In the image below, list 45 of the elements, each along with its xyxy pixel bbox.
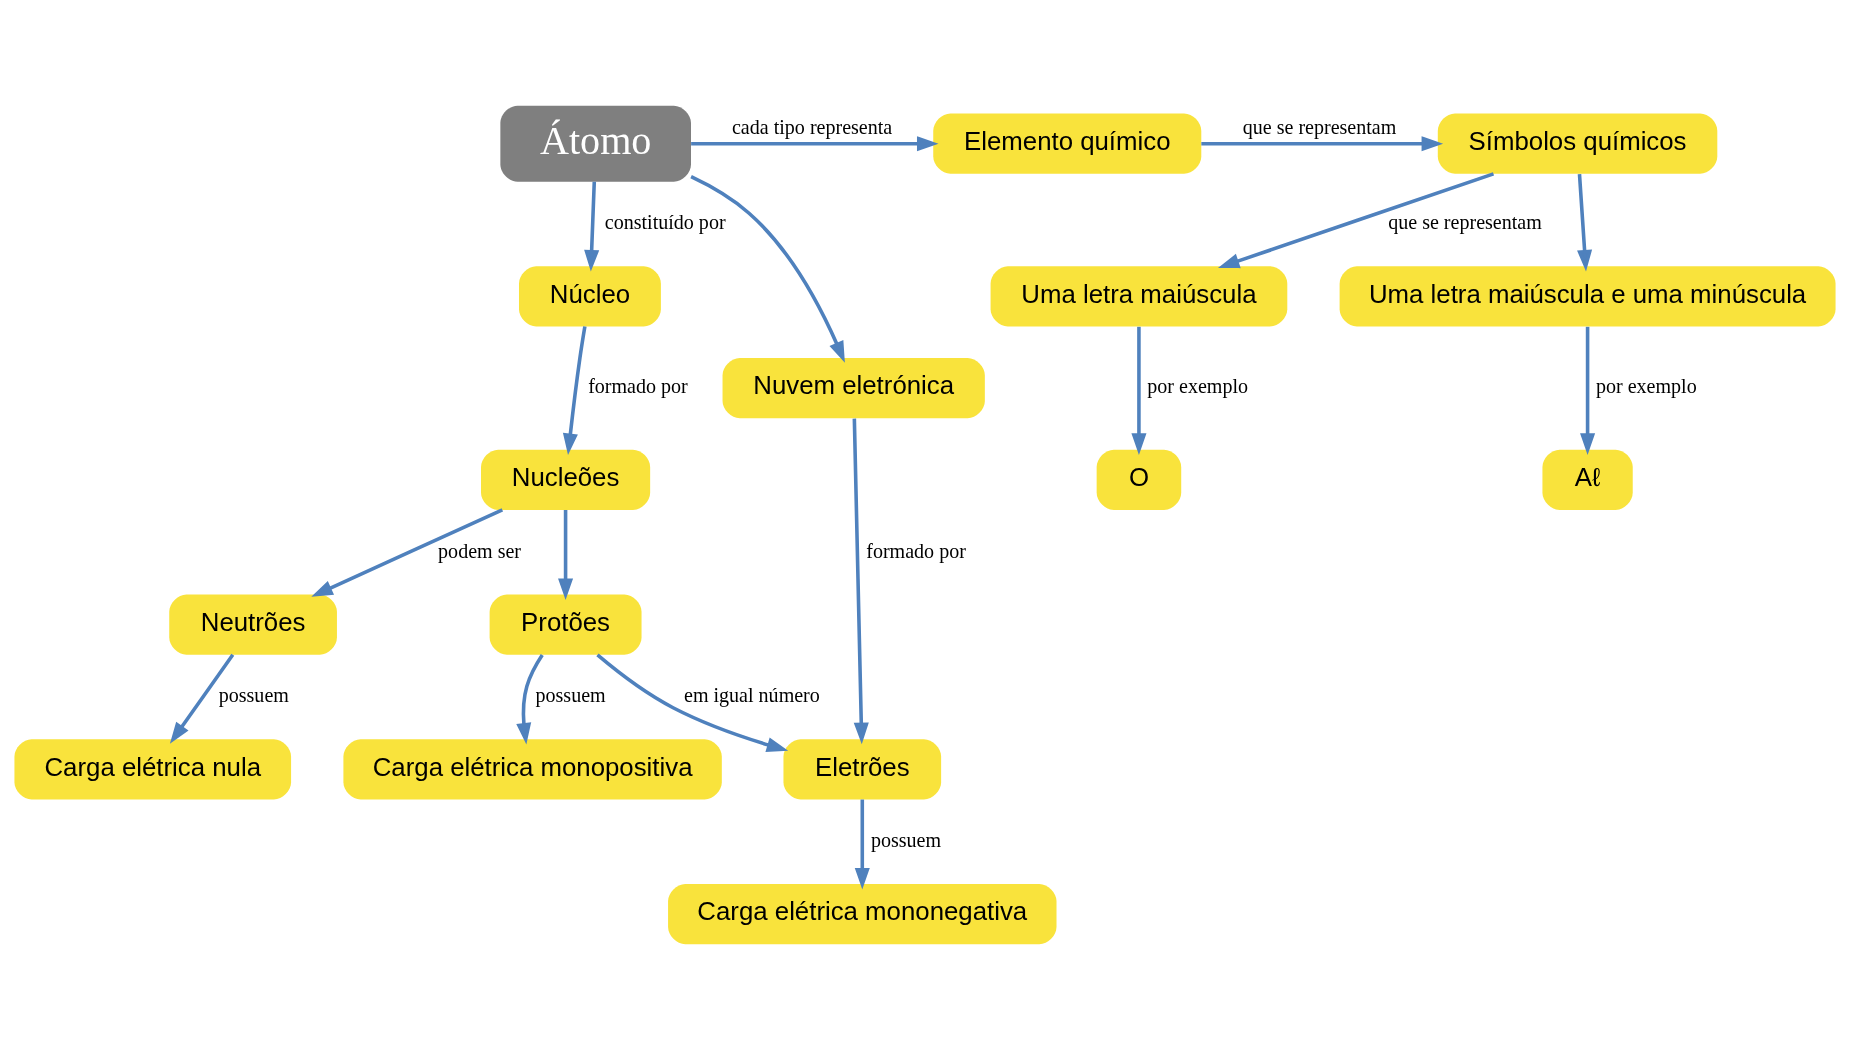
node-box: Uma letra maiúscula e uma minúscula: [1339, 266, 1836, 327]
arrow: [596, 653, 789, 752]
node-box: Nuvem eletrónica: [722, 358, 985, 419]
edge-label: em igual número: [684, 684, 820, 707]
edge-label: que se representam: [1242, 115, 1397, 138]
edge-label: que se representam: [1388, 211, 1542, 234]
edge-label: constituído por: [604, 211, 726, 234]
arrow: [854, 799, 870, 890]
arrow: [169, 653, 235, 744]
edge-label: por exemplo: [1147, 375, 1249, 398]
arrow: [311, 508, 504, 597]
node-box: Neutrões: [169, 594, 337, 655]
edge-label: possuem: [218, 684, 289, 707]
arrow: [1217, 172, 1495, 269]
arrow: [1201, 136, 1444, 152]
arrow: [562, 326, 587, 456]
arrow: [1131, 326, 1147, 455]
node-box: O: [1096, 449, 1182, 510]
edge-label: formado por: [588, 375, 688, 398]
arrow: [558, 510, 574, 600]
arrow: [584, 181, 600, 272]
node-box: Núcleo: [519, 266, 661, 327]
node-box: Nucleões: [481, 449, 651, 510]
node-box: Carga elétrica nula: [14, 739, 292, 800]
node-box: Carga elétrica mononegativa: [668, 884, 1057, 945]
node-box: Elemento químico: [933, 113, 1202, 174]
arrow: [690, 175, 845, 363]
edge-label: cada tipo representa: [731, 115, 893, 138]
node-box: Carga elétrica monopositiva: [343, 739, 722, 800]
arrow: [852, 418, 869, 745]
node-box: Símbolos químicos: [1437, 113, 1718, 174]
edge-label: por exemplo: [1595, 375, 1697, 398]
edge-label: possuem: [870, 829, 942, 852]
arrow: [516, 654, 544, 745]
arrow: [1577, 173, 1593, 272]
node-box: Átomo: [500, 105, 691, 182]
node-box: Uma letra maiúscula: [990, 266, 1288, 327]
edge-label: podem ser: [438, 539, 522, 562]
arrow: [691, 136, 939, 152]
node-box: Eletrões: [783, 739, 942, 800]
edge-label: formado por: [866, 539, 966, 562]
node-box: Aℓ: [1542, 449, 1633, 510]
edge-label: possuem: [535, 684, 606, 707]
node-box: Protões: [489, 594, 642, 655]
arrow: [1580, 326, 1596, 455]
